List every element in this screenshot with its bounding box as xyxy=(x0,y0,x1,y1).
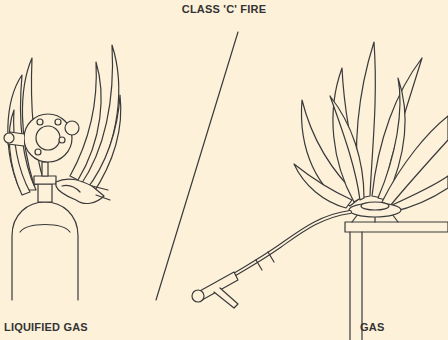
valve-stem xyxy=(42,162,48,176)
regulator-bolt xyxy=(37,119,43,125)
flame-tongue xyxy=(294,164,352,208)
divider-line xyxy=(156,32,238,300)
gas-burner xyxy=(349,203,401,217)
torch-lever xyxy=(214,288,238,308)
caption-label: LIQUIFIED GAS xyxy=(4,321,88,333)
flame-tongue xyxy=(9,110,30,195)
torch-knob xyxy=(192,290,204,302)
illustration-group xyxy=(4,32,448,340)
glove-detail xyxy=(62,185,110,200)
regulator-dial xyxy=(36,126,60,150)
caption-label: GAS xyxy=(360,321,384,333)
burner-head xyxy=(361,202,389,210)
regulator-bolt xyxy=(35,149,41,155)
table-top xyxy=(345,222,448,232)
regulator-bolt xyxy=(55,119,61,125)
cylinder-shoulder xyxy=(20,225,70,233)
cylinder-valve xyxy=(38,184,52,202)
flame-tongue xyxy=(330,96,364,200)
diagram-title: CLASS 'C' FIRE xyxy=(0,3,448,15)
gas-hose xyxy=(232,212,350,276)
outlet-nozzle xyxy=(4,133,14,143)
gas-cylinder xyxy=(12,202,78,300)
regulator-gauge xyxy=(65,121,79,135)
gas-hose-inner xyxy=(232,212,350,276)
flame-tongue xyxy=(86,95,121,195)
regulator-body xyxy=(24,114,72,162)
hose-clip xyxy=(256,252,274,270)
valve-nut xyxy=(34,176,56,184)
regulator-bolt xyxy=(59,137,65,143)
